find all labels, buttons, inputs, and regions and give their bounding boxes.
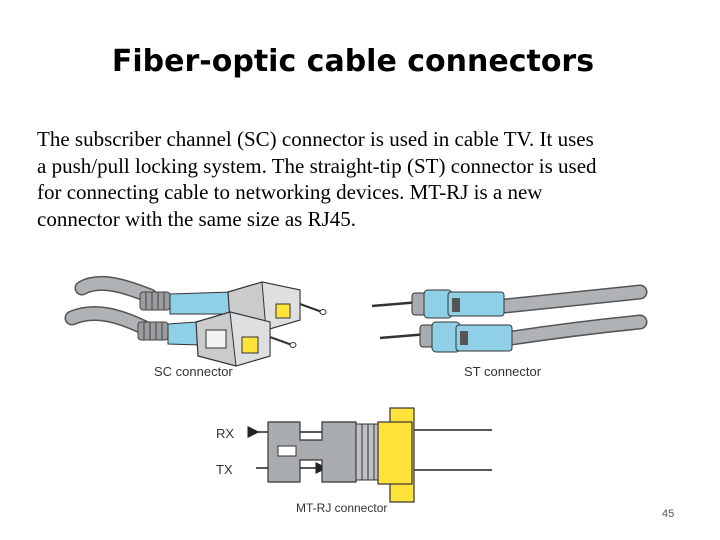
- body-line-2: a push/pull locking system. The straight…: [37, 153, 597, 178]
- st-caption: ST connector: [464, 364, 542, 379]
- rx-label: RX: [216, 426, 234, 441]
- page-number: 45: [662, 508, 675, 520]
- tx-label: TX: [216, 462, 233, 477]
- st-connector-illustration: [371, 284, 648, 353]
- mtrj-connector-illustration: [247, 407, 492, 503]
- body-line-3: for connecting cable to networking devic…: [37, 180, 543, 204]
- sc-caption: SC connector: [154, 364, 233, 379]
- sc-connector-illustration: [64, 275, 327, 367]
- mtrj-caption: MT-RJ connector: [296, 501, 387, 515]
- body-line-1: The subscriber channel (SC) connector is…: [37, 127, 594, 151]
- slide-body-text: The subscriber channel (SC) connector is…: [37, 126, 697, 232]
- body-line-4: connector with the same size as RJ45.: [37, 206, 356, 231]
- slide-title: Fiber-optic cable connectors: [111, 44, 595, 79]
